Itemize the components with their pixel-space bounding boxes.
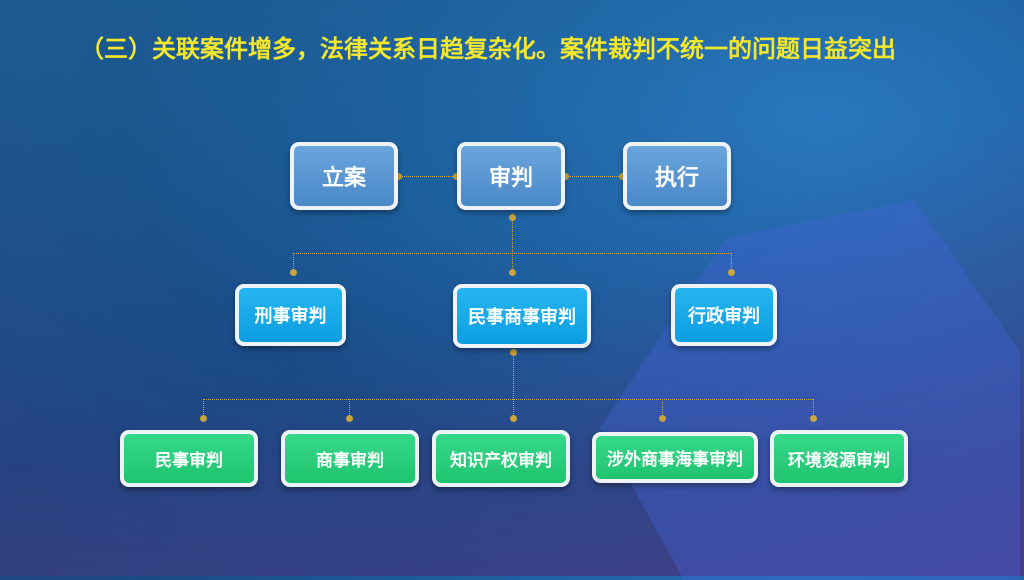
connector-dot [728,269,735,276]
connector-dot [453,173,460,180]
connector-dot [510,415,517,422]
node-trial: 审判 [457,142,565,210]
connector [293,253,731,254]
connector [731,253,732,272]
node-foreign-maritime-trial: 涉外商事海事审判 [592,432,758,483]
connector [397,176,457,177]
connector [513,351,514,418]
node-ip-trial: 知识产权审判 [432,430,570,487]
connector-dot [810,415,817,422]
connector [813,399,814,418]
connector-dot [200,415,207,422]
node-environment-trial: 环境资源审判 [770,430,908,487]
connector-dot [659,415,666,422]
connector-dot [395,173,402,180]
node-enforcement: 执行 [623,142,731,210]
connector-dot [619,173,626,180]
connector [203,399,204,418]
connector-dot [562,173,569,180]
node-commercial-trial: 商事审判 [281,430,419,487]
connector-dot [346,415,353,422]
node-administrative-trial: 行政审判 [671,284,777,346]
connector [512,216,513,274]
node-civil-commercial-trial: 民事商事审判 [453,284,591,348]
connector [203,399,813,400]
slide-title: （三）关联案件增多，法律关系日趋复杂化。案件裁判不统一的问题日益突出 [80,35,896,63]
connector [349,399,350,418]
connector-dot [510,349,517,356]
node-civil-trial: 民事审判 [120,430,258,487]
connector-dot [290,269,297,276]
connector-dot [509,269,516,276]
node-criminal-trial: 刑事审判 [235,284,346,346]
connector [564,176,623,177]
connector-dot [509,214,516,221]
connector [293,253,294,272]
connector [662,399,663,418]
node-filing: 立案 [290,142,398,210]
